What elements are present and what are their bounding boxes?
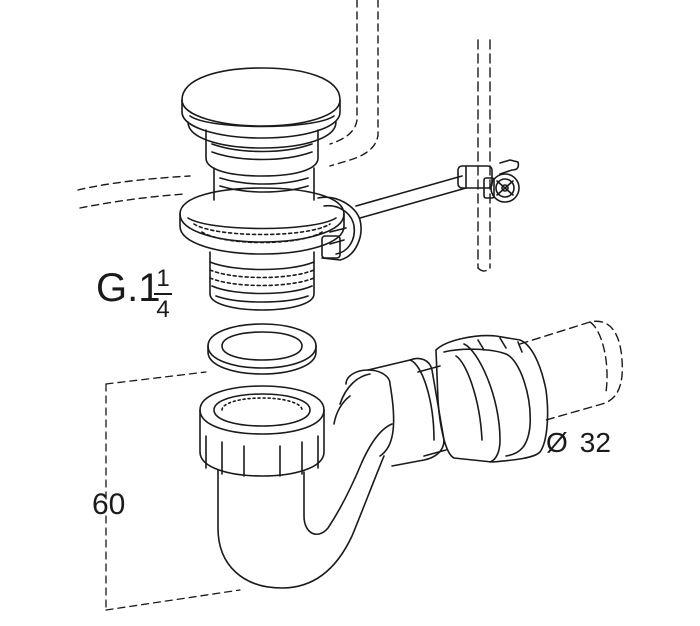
thread-size-label: G.1 1 4 [96,266,172,326]
lever-arm [355,159,520,219]
basin-outline [77,0,379,209]
pull-rod [477,39,491,272]
waste-flange [179,167,345,311]
trap-inlet-nut [199,385,325,477]
diameter-value: 32 [579,427,611,458]
trap-u-bend [217,373,393,589]
pivot-clamp [457,165,520,203]
overflow-connector [317,196,362,261]
height-dimension-lines [105,371,241,611]
popup-stopper-cap [181,67,341,177]
thread-fraction-bar [154,293,172,295]
trap-outlet-pipe [345,357,447,467]
diameter-label: Ø 32 [546,426,611,460]
diameter-symbol: Ø [546,427,568,458]
outlet-pipe-dashed [519,320,623,421]
thread-size-fraction: 1 4 [154,266,172,323]
height-dimension-label: 60 [92,488,126,521]
thread-size-base: G.1 [96,266,161,310]
thread-fraction-denominator: 4 [156,296,170,323]
thread-fraction-numerator: 1 [156,265,170,292]
sealing-washer [207,323,317,375]
outlet-compression-nut [435,334,549,463]
